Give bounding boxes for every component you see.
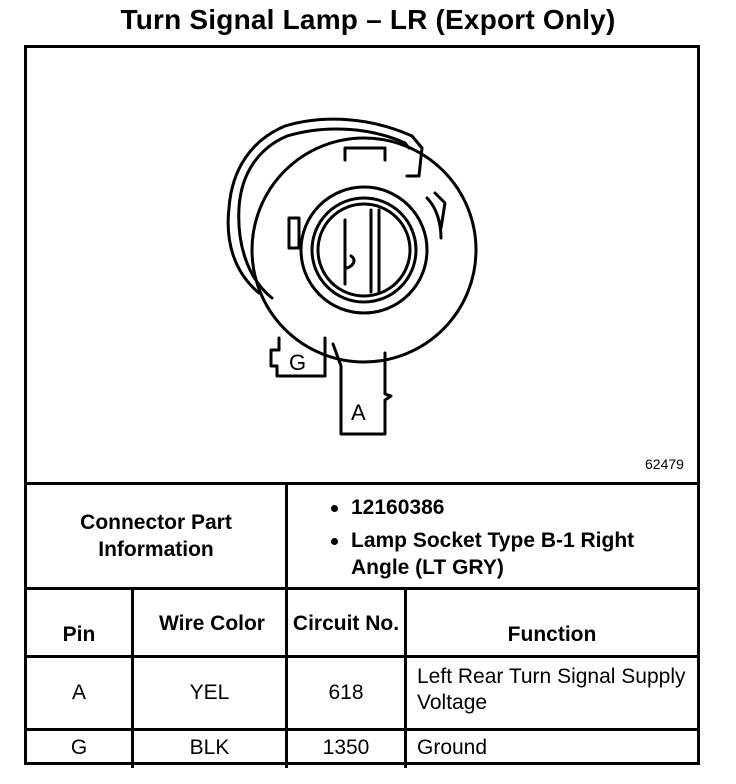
pin-label-a: A (351, 400, 366, 425)
row-g-wire-color: BLK (189, 736, 230, 759)
row-g-pin: G (70, 736, 88, 759)
header-pin: Pin (62, 623, 96, 646)
row-g-circuit: 1350 (322, 736, 370, 759)
row-a-wire-color: YEL (189, 681, 230, 704)
bullet-icon (331, 538, 338, 545)
header-function: Function (507, 623, 597, 646)
divider (27, 587, 697, 590)
divider (27, 482, 697, 485)
connector-diagram: G A 62479 (27, 48, 697, 482)
row-g-function: Ground (417, 736, 488, 759)
connector-info-item: Lamp Socket Type B-1 Right Angle (LT GRY… (327, 527, 687, 581)
divider (404, 587, 407, 768)
figure-number: 62479 (645, 456, 684, 472)
header-circuit-no: Circuit No. (292, 611, 400, 635)
pin-label-g: G (289, 350, 306, 375)
connector-info-label: Connector Part Information (80, 511, 232, 561)
header-wire-color: Wire Color (159, 611, 265, 635)
divider (285, 482, 288, 768)
row-a-circuit: 618 (328, 681, 364, 704)
part-number: 12160386 (351, 496, 445, 519)
divider (27, 728, 697, 731)
connector-info-list: 12160386 Lamp Socket Type B-1 Right Angl… (327, 494, 687, 587)
divider (131, 587, 134, 768)
socket-type: Lamp Socket Type B-1 Right Angle (LT GRY… (351, 529, 635, 579)
divider (27, 655, 697, 658)
page-title: Turn Signal Lamp – LR (Export Only) (120, 4, 616, 35)
connector-chart: G A 62479 Connector Part Information 121… (24, 45, 700, 768)
bullet-icon (331, 505, 338, 512)
lamp-socket-illustration: G A (226, 117, 478, 436)
row-a-pin: A (71, 681, 86, 704)
row-a-function: Left Rear Turn Signal Supply Voltage (417, 665, 686, 714)
connector-info-item: 12160386 (327, 494, 687, 521)
